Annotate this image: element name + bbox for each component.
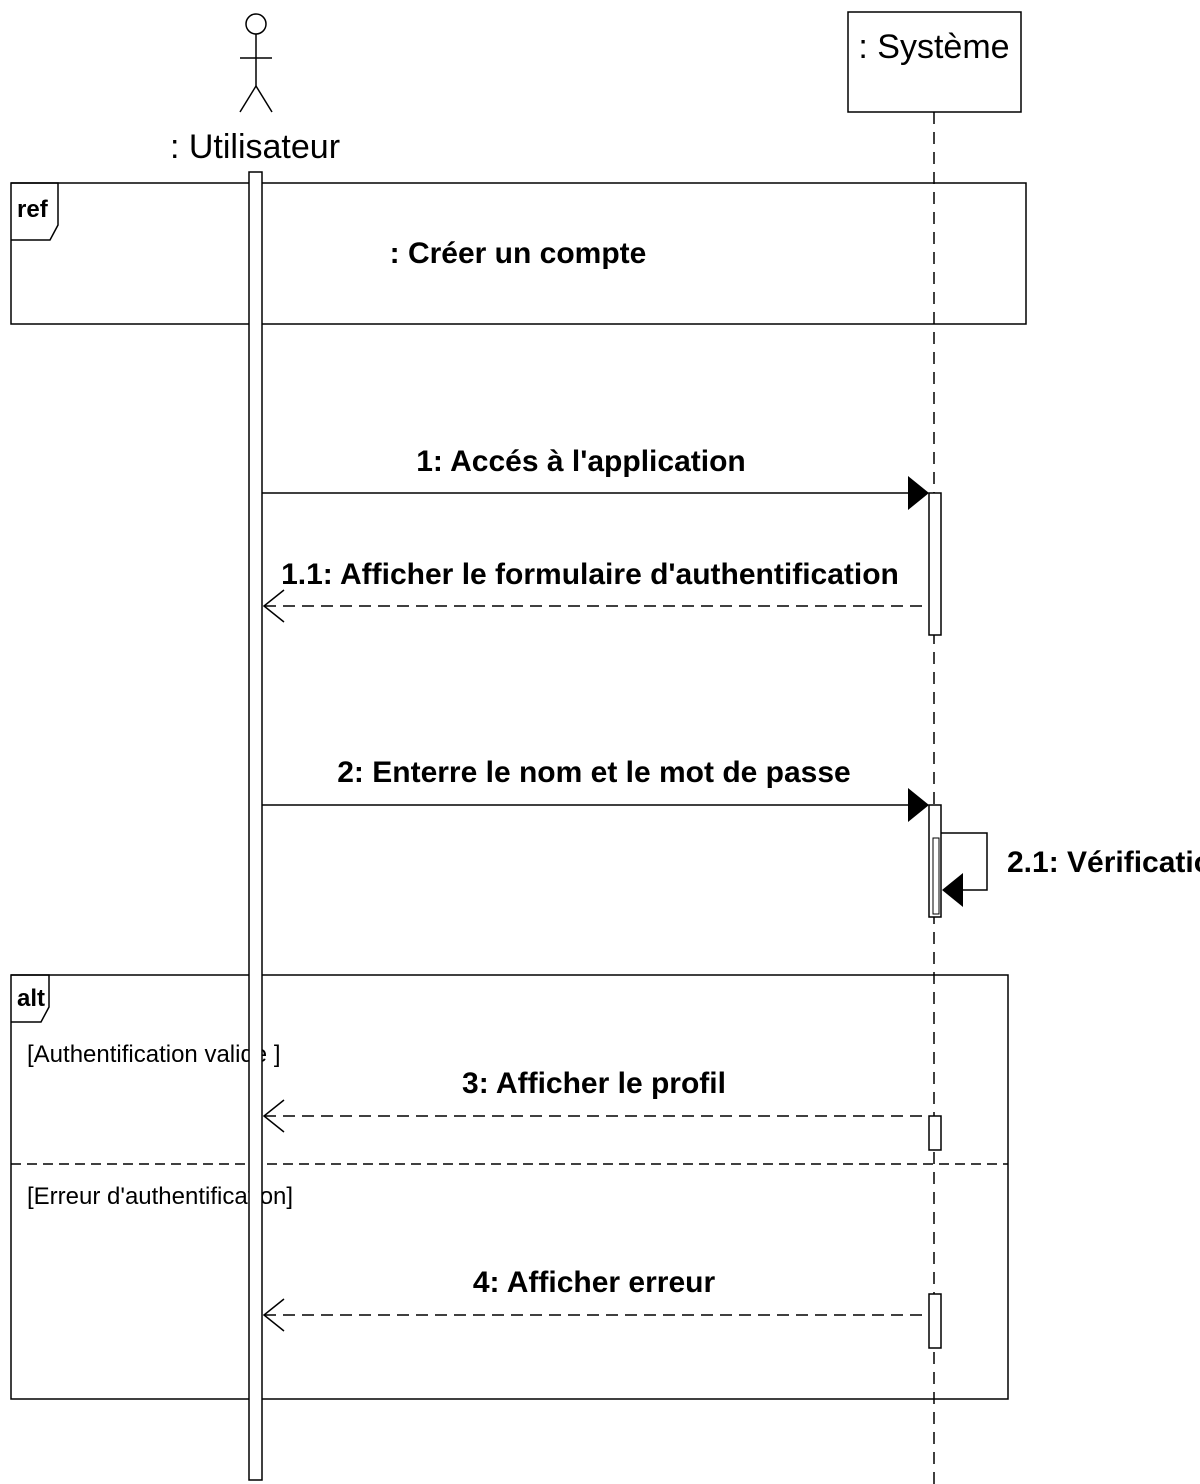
system-nested-activation-bar	[932, 837, 940, 915]
alt-tag-frame	[11, 974, 50, 1023]
user-activation-bar	[248, 171, 263, 1481]
ref-text: : Créer un compte	[390, 237, 647, 270]
message-1-1: 1.1: Afficher le formulaire d'authentifi…	[262, 558, 929, 623]
system-activation-bar	[928, 1115, 942, 1151]
message-4: 4: Afficher erreur	[262, 1266, 929, 1332]
alt-tag: alt	[17, 985, 45, 1012]
message-3: 3: Afficher le profil	[262, 1067, 929, 1133]
ref-fragment: ref : Créer un compte	[10, 182, 1027, 325]
message-3-label: 3: Afficher le profil	[462, 1067, 726, 1100]
actor-icon	[239, 13, 273, 113]
system-head-box	[847, 11, 1022, 113]
system-activation-bar	[928, 1293, 942, 1349]
alt-guard-valid: [Authentification valide ]	[27, 1041, 281, 1068]
message-4-label: 4: Afficher erreur	[473, 1266, 716, 1299]
message-2-label: 2: Enterre le nom et le mot de passe	[337, 756, 851, 789]
message-1-label: 1: Accés à l'application	[416, 445, 745, 478]
message-2-1: 2.1: Vérification	[941, 832, 1200, 907]
actor-name: : Utilisateur	[170, 128, 340, 166]
message-2: 2: Enterre le nom et le mot de passe	[262, 756, 929, 822]
message-2-1-label: 2.1: Vérification	[1007, 846, 1200, 879]
system-activation-bar	[928, 492, 942, 636]
alt-fragment: alt [Authentification valide ] [Erreur d…	[10, 974, 1009, 1400]
ref-tag-frame	[11, 182, 59, 241]
ref-tag: ref	[17, 196, 49, 223]
system-name: : Système	[858, 28, 1009, 66]
message-1-1-label: 1.1: Afficher le formulaire d'authentifi…	[281, 558, 899, 591]
message-1: 1: Accés à l'application	[262, 445, 929, 510]
